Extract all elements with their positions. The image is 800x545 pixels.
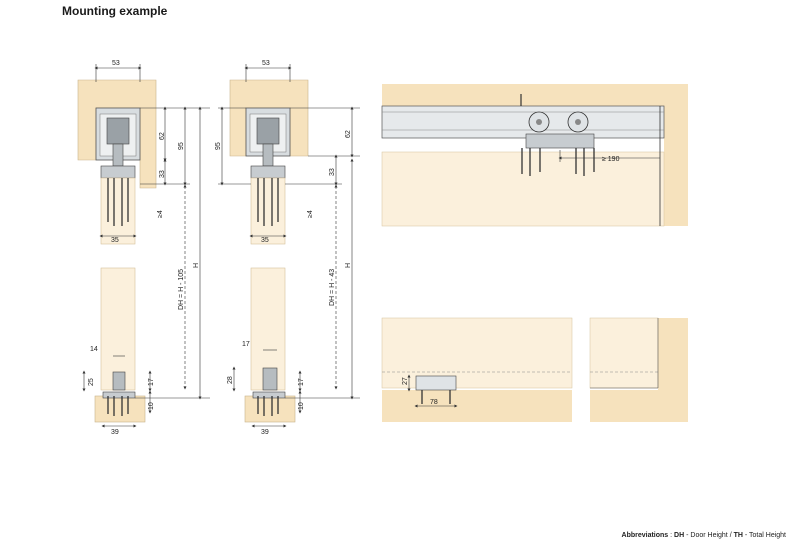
front-track-rail <box>381 105 665 139</box>
front-track-view: ≥ 190 <box>381 84 688 227</box>
footer-sep: : <box>668 532 675 539</box>
left-dim-62: 62 <box>159 132 166 140</box>
left-dim-floor-depth: 10 <box>148 402 155 410</box>
front-ceiling-wood <box>382 84 688 106</box>
right-floor-block <box>244 395 296 423</box>
left-floor-block <box>94 395 146 423</box>
abbreviations-footer: Abbreviations : DH - Door Height / TH - … <box>622 532 786 539</box>
footer-dh-abbr: DH <box>674 532 685 539</box>
right-carriage <box>256 117 280 145</box>
right-dim-floor-gap: 17 <box>298 378 305 386</box>
left-door-top <box>100 177 136 245</box>
right-dim-total-height: H <box>345 263 352 268</box>
front-screws <box>521 148 595 176</box>
left-door-screws <box>107 178 129 226</box>
front-door-panel <box>381 151 665 227</box>
left-dim-total-height: H <box>193 263 200 268</box>
bottom-floor-right <box>590 390 688 422</box>
right-dim-95: 95 <box>215 142 222 150</box>
left-carriage <box>106 117 130 145</box>
right-dim-guide-height: 28 <box>227 376 234 384</box>
left-dim-floor-gap: 17 <box>148 378 155 386</box>
left-door-bottom <box>100 267 136 391</box>
right-dim-top-width: 53 <box>262 60 270 67</box>
bottom-dim-guide-height: 27 <box>402 377 409 385</box>
left-dim-door-height: DH = H - 105 <box>178 269 185 310</box>
page-title: Mounting example <box>62 4 168 18</box>
bottom-dim-guide-length: 78 <box>430 399 438 406</box>
right-floor-guide <box>262 367 278 391</box>
bottom-door-panel-right <box>589 317 659 389</box>
left-dim-33: 33 <box>159 170 166 178</box>
right-dim-62: 62 <box>345 130 352 138</box>
right-dim-guide-width: 17 <box>242 341 250 348</box>
left-dim-base-width: 39 <box>111 429 119 436</box>
left-dim-guide-height: 25 <box>88 378 95 386</box>
left-dim-clearance: ≥4 <box>157 210 164 218</box>
footer-label: Abbreviations <box>621 532 669 539</box>
front-dim-track-min: ≥ 190 <box>602 156 620 163</box>
right-dim-clearance: ≥4 <box>307 210 314 218</box>
bottom-guide-view: 27 78 <box>381 317 688 422</box>
right-dim-base-width: 39 <box>261 429 269 436</box>
footer-dh-text: - Door Height / <box>684 532 734 539</box>
left-dim-top-width: 53 <box>112 60 120 67</box>
right-dim-door-width: 35 <box>261 237 269 244</box>
front-rollers <box>525 111 595 149</box>
left-floor-guide <box>112 371 126 391</box>
right-door-top <box>250 177 286 245</box>
right-section-view: 53 95 62 33 ≥4 35 DH = H - 43 H 17 28 17… <box>215 60 360 436</box>
right-door-screws <box>257 178 279 226</box>
footer-th-text: - Total Height <box>742 532 786 539</box>
left-dim-guide-width: 14 <box>90 346 98 353</box>
bottom-floor-left <box>382 390 572 422</box>
right-dim-floor-depth: 10 <box>298 402 305 410</box>
bottom-door-panel-left <box>381 317 573 389</box>
left-dim-door-width: 35 <box>111 237 119 244</box>
right-dim-33: 33 <box>329 168 336 176</box>
right-dim-door-height: DH = H - 43 <box>329 269 336 306</box>
left-dim-95: 95 <box>178 142 185 150</box>
footer-th-abbr: TH <box>733 532 743 539</box>
left-section-view: 53 62 33 95 ≥4 35 DH = H - 105 H 14 25 1… <box>77 60 210 436</box>
bottom-floor-guide <box>415 375 457 391</box>
